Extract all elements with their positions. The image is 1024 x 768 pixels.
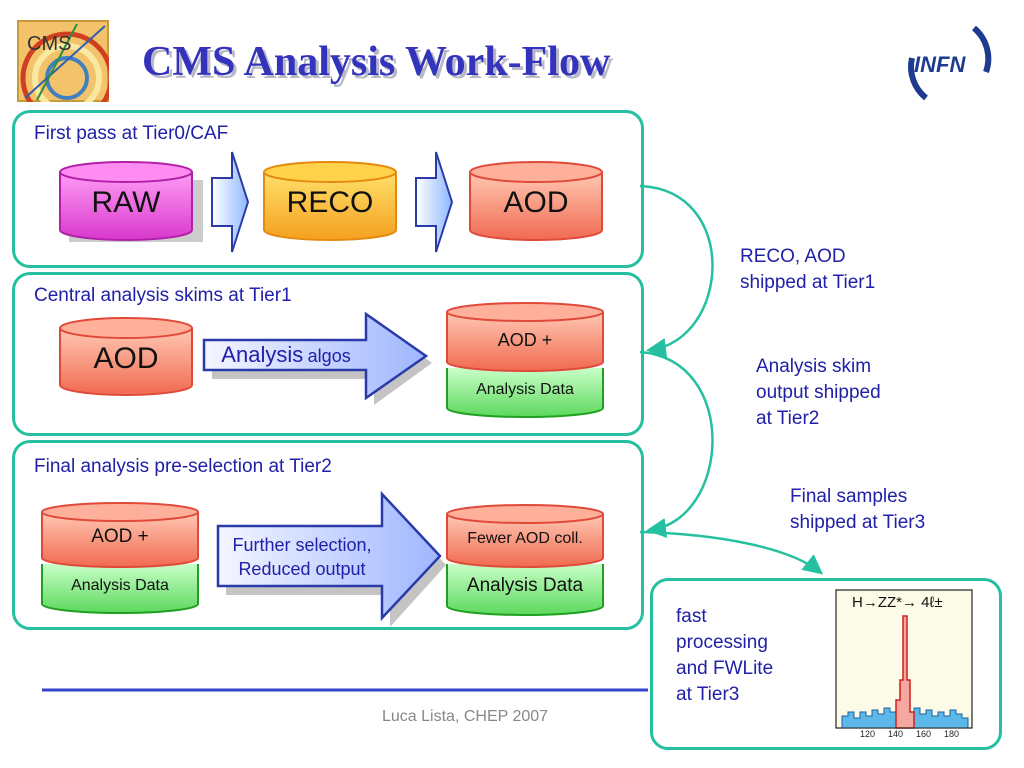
- fewer-aod-stack-tier2-output: [446, 504, 604, 616]
- analysis-algos-text: algos: [307, 346, 351, 366]
- page-title: CMS Analysis Work-Flow: [142, 39, 611, 85]
- tier3-line2: processing: [676, 632, 768, 653]
- plot-tick-120: 120: [860, 729, 876, 739]
- tier3-line3: and FWLite: [676, 658, 774, 679]
- note-reco-aod-line2: shipped at Tier1: [740, 272, 876, 293]
- arrow-raw-to-reco: [211, 151, 250, 253]
- further-selection-line2: Reduced output: [238, 559, 366, 579]
- tier3-line1: fast: [676, 606, 707, 627]
- further-selection-label: Further selection, Reduced output: [220, 533, 384, 581]
- cms-logo-text: CMS: [27, 33, 71, 55]
- analysis-data-label-tier1: Analysis Data: [476, 381, 574, 398]
- raw-cylinder: [59, 161, 203, 242]
- note-reco-aod-shipped: RECO, AOD shipped at Tier1: [740, 244, 875, 296]
- plot-title: H→ZZ*→ 4ℓ±: [852, 594, 943, 611]
- arrow-reco-to-aod: [415, 151, 454, 253]
- aod-plus-label-tier2: AOD +: [91, 526, 149, 547]
- tier0-label: First pass at Tier0/CAF: [34, 123, 229, 144]
- note-skim-line1: Analysis skim: [756, 356, 872, 377]
- analysis-data-label-tier2-input: Analysis Data: [71, 577, 169, 594]
- aod-plus-stack-tier2-input: [41, 502, 199, 614]
- further-selection-line1: Further selection,: [232, 535, 372, 555]
- tier2-label: Final analysis pre-selection at Tier2: [34, 456, 332, 477]
- plot-tick-140: 140: [888, 729, 904, 739]
- further-selection-arrow: [216, 490, 446, 627]
- infn-logo: INFN: [900, 20, 1000, 106]
- footer-credit: Luca Lista, CHEP 2007: [382, 708, 549, 725]
- reco-cylinder: [263, 161, 397, 241]
- reco-label: RECO: [286, 186, 374, 219]
- analysis-algos-label: Analysis algos: [206, 342, 366, 368]
- note-skim-shipped: Analysis skim output shipped at Tier2: [756, 354, 881, 432]
- analysis-algos-arrow: [202, 311, 432, 405]
- plot-tick-180: 180: [944, 729, 960, 739]
- note-skim-line2: output shipped: [756, 382, 881, 403]
- note-skim-line3: at Tier2: [756, 408, 820, 429]
- aod-plus-label-tier1: AOD +: [497, 330, 553, 350]
- fewer-aod-label: Fewer AOD coll.: [467, 530, 583, 547]
- connector-tier0-to-tier1: [639, 184, 714, 358]
- tier3-text: fast processing and FWLite at Tier3: [676, 604, 773, 708]
- note-final-line2: shipped at Tier3: [790, 512, 926, 533]
- aod-cylinder-tier0: [469, 161, 603, 241]
- aod-cylinder-tier1: [59, 317, 193, 396]
- raw-label: RAW: [91, 186, 161, 219]
- tier3-line4: at Tier3: [676, 684, 740, 705]
- aod-label-tier1: AOD: [93, 342, 159, 375]
- connector-tier1-to-tier2: [639, 350, 714, 538]
- higgs-mass-plot: [835, 589, 973, 729]
- note-final-shipped: Final samples shipped at Tier3: [790, 484, 925, 536]
- infn-logo-text: INFN: [914, 52, 966, 77]
- analysis-data-label-tier2-output: Analysis Data: [466, 575, 584, 596]
- connector-tier2-to-tier3: [639, 530, 824, 575]
- analysis-main-text: Analysis: [221, 342, 304, 367]
- note-final-line1: Final samples: [790, 486, 908, 507]
- aod-plus-stack-tier1: [446, 302, 604, 418]
- tier1-label: Central analysis skims at Tier1: [34, 285, 292, 306]
- aod-label-tier0: AOD: [503, 186, 569, 219]
- plot-tick-160: 160: [916, 729, 932, 739]
- note-reco-aod-line1: RECO, AOD: [740, 246, 846, 267]
